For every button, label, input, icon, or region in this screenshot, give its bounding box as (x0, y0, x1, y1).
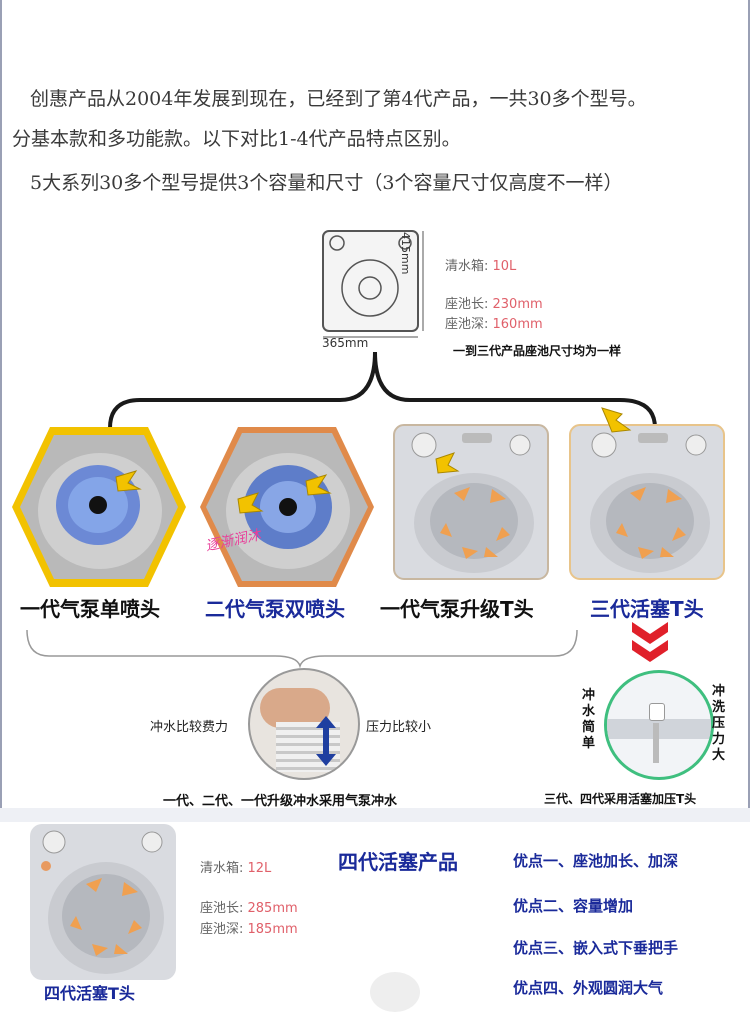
gen3-toilet-image (569, 424, 725, 580)
gen4-toilet-image (30, 824, 176, 980)
piston-handle-shape (649, 703, 665, 721)
gen4-seat-depth-spec: 座池深: 185mm (200, 918, 298, 937)
piston-left-vertical: 冲水简单 (582, 688, 596, 751)
seat-length-label: 座池长: (445, 297, 493, 312)
advantage-1: 优点一、座池加长、加深 (513, 852, 679, 870)
tank-label: 清水箱: (445, 259, 493, 274)
top-tank-spec: 清水箱: 10L (445, 255, 516, 274)
seat-depth-value: 160mm (492, 317, 543, 332)
caption-gen2: 二代气泵双喷头 (205, 597, 345, 621)
gen4-seat-depth-value: 185mm (247, 922, 298, 937)
pump-bottom-note: 一代、二代、一代升级冲水采用气泵冲水 (163, 794, 398, 809)
toilet-dimension-diagram (322, 230, 424, 338)
gen4-tank-spec: 清水箱: 12L (200, 857, 271, 876)
caption-gen3: 三代活塞T头 (590, 597, 704, 621)
hand-shape (260, 688, 330, 728)
gen1-toilet-image (12, 427, 186, 587)
piston-rod-shape (653, 723, 659, 763)
up-down-arrow-icon (316, 716, 336, 766)
bellows-shape (276, 722, 340, 772)
pump-left-label: 冲水比较费力 (150, 720, 229, 735)
section-divider (0, 808, 750, 822)
seat-depth-label: 座池深: (445, 317, 493, 332)
page-border-right (748, 0, 750, 810)
piston-photo (604, 670, 714, 780)
advantage-4: 优点四、外观圆润大气 (513, 979, 664, 997)
tank-value: 10L (492, 259, 517, 274)
gen4-title: 四代活塞产品 (338, 850, 458, 874)
gen1-upgrade-toilet-image (393, 424, 549, 580)
page-border-left (0, 0, 2, 810)
gen4-seat-depth-label: 座池深: (200, 922, 248, 937)
gen4-tank-label: 清水箱: (200, 861, 248, 876)
advantage-3: 优点三、嵌入式下垂把手 (513, 939, 679, 957)
top-seat-length-spec: 座池长: 230mm (445, 293, 543, 312)
seat-length-value: 230mm (492, 297, 543, 312)
intro-line-2: 分基本款和多功能款。以下对比1-4代产品特点区别。 (12, 128, 461, 150)
piston-right-vertical: 冲洗压力大 (712, 684, 726, 763)
gen4-partial-image (370, 972, 420, 1012)
gen4-caption: 四代活塞T头 (44, 984, 135, 1003)
top-seat-depth-spec: 座池深: 160mm (445, 313, 543, 332)
height-dimension: 415mm (399, 232, 412, 275)
gen3-pointer-arrow (601, 407, 632, 433)
gen2-toilet-image (200, 427, 374, 587)
gen4-seat-length-label: 座池长: (200, 901, 248, 916)
width-dimension: 365mm (322, 336, 369, 350)
pump-photo (248, 668, 360, 780)
red-down-chevrons-icon (632, 622, 668, 662)
caption-gen1-upgrade: 一代气泵升级T头 (380, 597, 534, 621)
pump-brace (26, 629, 578, 668)
piston-bottom-note: 三代、四代采用活塞加压T头 (544, 792, 697, 806)
gen4-seat-length-spec: 座池长: 285mm (200, 897, 298, 916)
brace-connector (108, 351, 657, 429)
advantage-2: 优点二、容量增加 (513, 897, 634, 915)
intro-line-3: 5大系列30多个型号提供3个容量和尺寸（3个容量尺寸仅高度不一样） (30, 172, 623, 194)
gen4-seat-length-value: 285mm (247, 901, 298, 916)
lid-edge-shape (607, 719, 711, 739)
caption-gen1: 一代气泵单喷头 (20, 597, 160, 621)
pump-right-label: 压力比较小 (366, 720, 432, 735)
same-seat-note: 一到三代产品座池尺寸均为一样 (453, 344, 622, 358)
intro-line-1: 创惠产品从2004年发展到现在，已经到了第4代产品，一共30多个型号。 (30, 88, 647, 110)
gen4-tank-value: 12L (247, 861, 272, 876)
